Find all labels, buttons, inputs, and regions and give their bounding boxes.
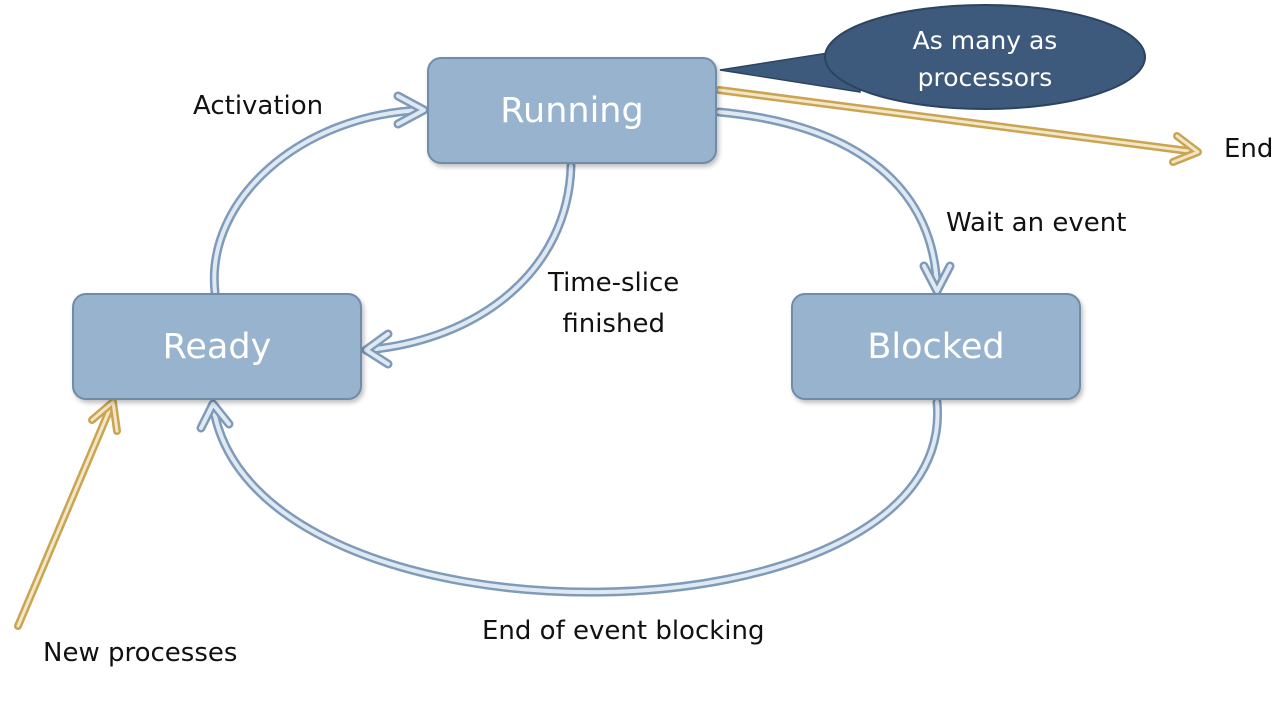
callout-text: As many as processors: [880, 22, 1090, 96]
new-processes-label: New processes: [43, 638, 238, 668]
callout-ellipse: [824, 4, 1146, 110]
time-slice-label: Time-slice finished: [548, 263, 679, 345]
state-running: Running: [427, 57, 717, 164]
callout-bubble: [719, 4, 1146, 110]
activation-label: Activation: [193, 91, 324, 121]
end-of-blocking-arrow: [196, 397, 942, 597]
end-label: End: [1224, 134, 1274, 164]
callout-line-1: As many as: [912, 26, 1058, 55]
callout-line-2: processors: [917, 63, 1053, 92]
state-ready-label: Ready: [162, 326, 272, 367]
time-slice-label-line-2: finished: [562, 309, 665, 339]
state-blocked-label: Blocked: [867, 326, 1005, 367]
state-ready: Ready: [72, 293, 362, 400]
end-of-blocking-label: End of event blocking: [482, 616, 765, 646]
activation-arrow: [209, 91, 429, 297]
state-blocked: Blocked: [791, 293, 1081, 400]
state-running-label: Running: [500, 90, 644, 131]
wait-event-label: Wait an event: [946, 208, 1127, 238]
time-slice-arrow: [361, 161, 576, 369]
end-arrow: [715, 86, 1202, 166]
wait-event-arrow: [714, 107, 955, 296]
new-processes-arrow: [14, 398, 121, 630]
time-slice-label-line-1: Time-slice: [548, 268, 680, 298]
